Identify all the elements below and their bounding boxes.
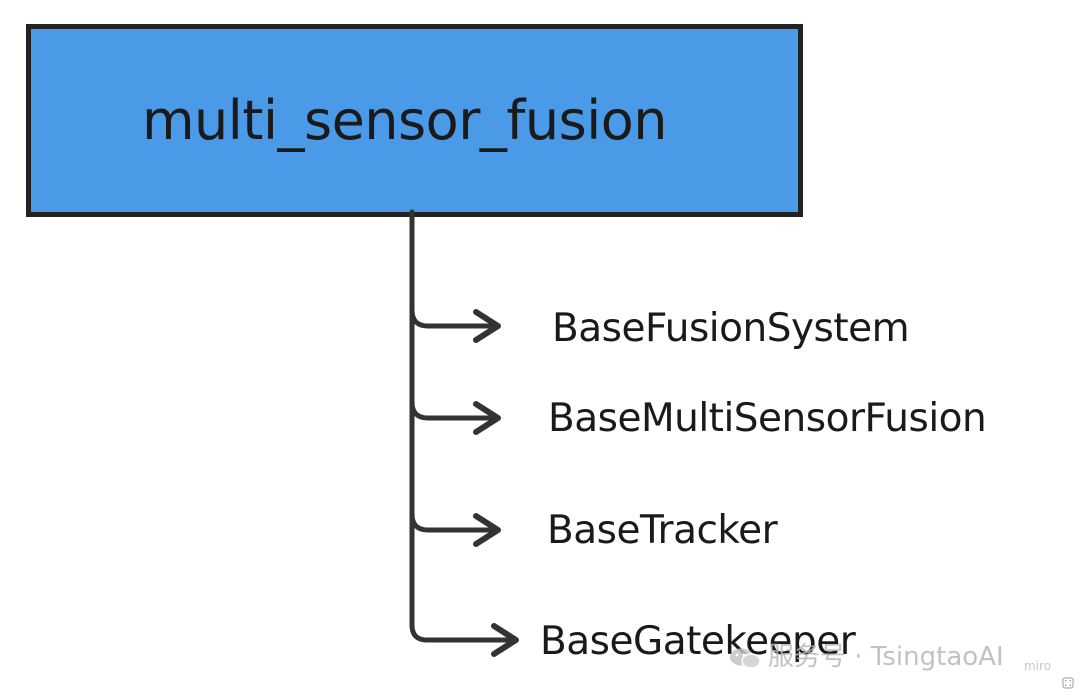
miro-logo: miro <box>1024 659 1052 673</box>
connector-branch-1 <box>409 307 493 329</box>
watermark-text: 服务号 · TsingtaoAI <box>768 642 1004 672</box>
arrow-head-3 <box>473 513 501 547</box>
child-node-4: BaseGatekeeper <box>540 619 856 664</box>
connector-branch-2 <box>409 399 493 421</box>
connector-branch-3 <box>409 511 493 533</box>
connector-trunk <box>409 209 430 643</box>
watermark: 服务号 · TsingtaoAI <box>728 636 1004 673</box>
wechat-icon <box>730 648 761 669</box>
child-node-2: BaseMultiSensorFusion <box>548 396 987 441</box>
root-node-label: multi_sensor_fusion <box>141 89 668 152</box>
child-node-3: BaseTracker <box>547 508 778 553</box>
child-node-1: BaseFusionSystem <box>552 306 910 351</box>
root-node: multi_sensor_fusion <box>26 24 803 217</box>
fullscreen-icon[interactable] <box>1062 677 1074 689</box>
arrow-head-4 <box>491 623 519 657</box>
arrow-head-1 <box>473 309 501 343</box>
arrow-head-2 <box>473 401 501 435</box>
